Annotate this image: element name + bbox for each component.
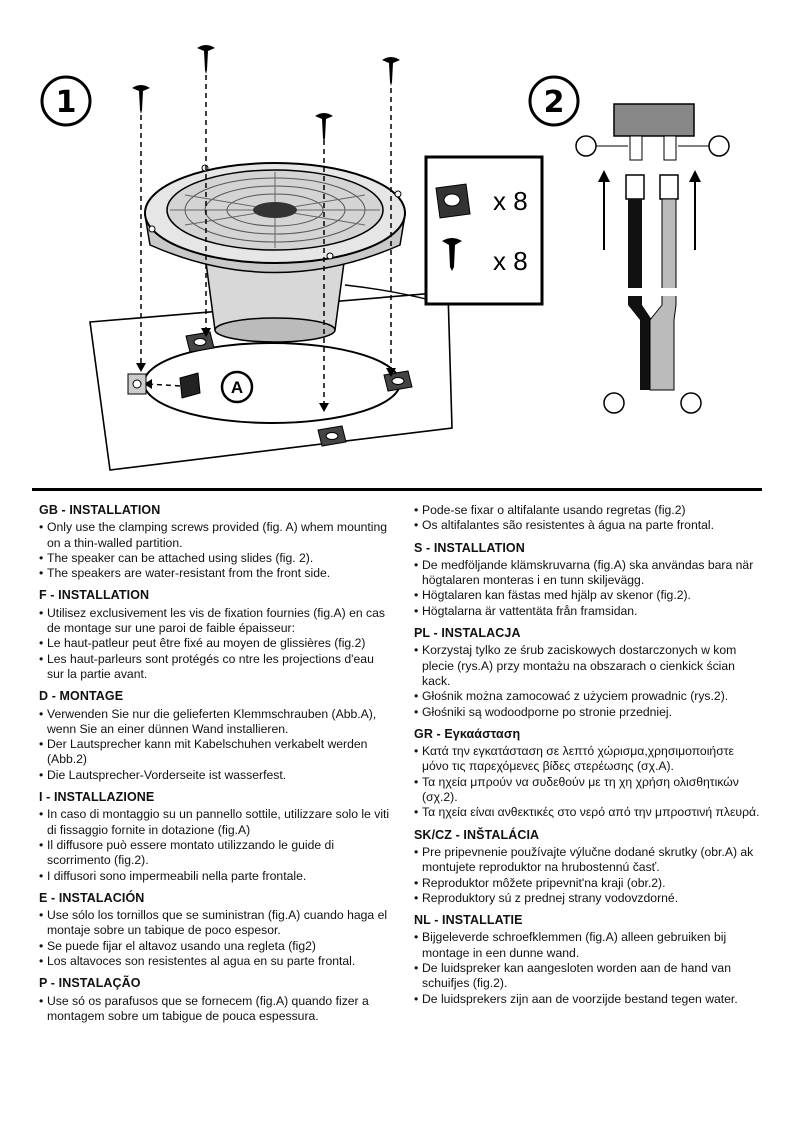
instruction-item: Die Lautsprecher-Vorderseite ist wasserf… [39,768,391,784]
instruction-item: Le haut-patleur peut être fixé au moyen … [39,636,391,652]
instruction-item: Bijgeleverde schroefklemmen (fig.A) alle… [414,930,764,961]
slide-clip-icon [317,425,347,447]
instruction-item: Los altavoces son resistentes al agua en… [39,954,391,970]
fig-a-detail: A [127,370,254,404]
screw-icon [132,85,150,114]
screw-icon [197,45,215,74]
slide-clip-icon [185,331,215,353]
instruction-item: Se puede fijar el altavoz usando una reg… [39,939,391,955]
section-title: SK/CZ - INŠTALÁCIA [414,827,540,842]
instruction-item: Τα ηχεία είναι ανθεκτικές στο νερό από τ… [414,805,764,821]
installation-illustration: 1 [40,45,730,471]
instruction-list: Bijgeleverde schroefklemmen (fig.A) alle… [414,930,764,1008]
instruction-section: D - MONTAGE Verwenden Sie nur die geliefe… [39,689,391,783]
screw-count: x 8 [493,246,528,276]
instruction-item: Reproduktory sú z prednej strany vodovzd… [414,891,764,907]
step-2-marker: 2 [528,75,580,127]
instruction-list: Only use the clamping screws provided (f… [39,520,391,581]
screw-icon [442,238,462,271]
instruction-section: I - INSTALLAZIONE In caso di montaggio su… [39,790,391,884]
step-1-marker: 1 [40,75,92,127]
instruction-item: Der Lautsprecher kann mit Kabelschuhen v… [39,737,391,768]
instruction-list: In caso di montaggio su un pannello sott… [39,807,391,885]
instruction-section: GB - INSTALLATION Only use the clamping s… [39,503,391,582]
instruction-item: The speakers are water-resistant from th… [39,566,391,582]
section-title: I - INSTALLAZIONE [39,790,155,805]
instruction-item: Only use the clamping screws provided (f… [39,520,391,551]
instruction-section: P - INSTALAÇÃO Use só os parafusos que se… [39,976,391,1024]
kit-contents-box: x 8 x 8 [424,155,544,306]
section-divider [32,488,762,491]
instruction-item: Use sólo los tornillos que se suministra… [39,908,391,939]
section-title: NL - INSTALLATIE [414,913,523,928]
arrowheads [136,328,396,412]
step-1-number: 1 [56,85,77,120]
callout-a-label: A [231,378,243,397]
instruction-section: GR - ΕγκαάστασηΚατά την εγκατάσταση σε λ… [414,727,764,821]
instruction-section: NL - INSTALLATIE Bijgeleverde schroefklem… [414,913,764,1007]
instruction-item: Głośniki są wodoodporne po stronie przed… [414,705,764,721]
instruction-list: Pre pripevnenie používajte výlučne dodan… [414,845,764,906]
instruction-item: Κατά την εγκατάσταση σε λεπτό χώρισμα,χρ… [414,744,764,775]
instruction-item: De medföljande klämskruvarna (fig.A) ska… [414,558,764,589]
instruction-item: Pode-se fixar o altifalante usando regre… [414,503,764,519]
section-title: P - INSTALAÇÃO [39,976,141,991]
instruction-item: De luidspreker kan aangesloten worden aa… [414,961,764,992]
instruction-item: Reproduktor môžete pripevnit'na kraji (o… [414,876,764,892]
instruction-section-continued: Pode-se fixar o altifalante usando regre… [414,503,764,534]
instruction-item: In caso di montaggio su un pannello sott… [39,807,391,838]
instruction-item: Use só os parafusos que se fornecem (fig… [39,994,391,1025]
instruction-section: E - INSTALACIÓN Use sólo los tornillos qu… [39,890,391,970]
section-title: PL - INSTALACJA [414,626,521,641]
instruction-list: Utilisez exclusivement les vis de fixati… [39,606,391,682]
instruction-section: PL - INSTALACJA Korzystaj tylko ze śrub z… [414,626,764,720]
instruction-item: De luidsprekers zijn aan de voorzijde be… [414,992,764,1008]
instruction-list: Korzystaj tylko ze śrub zaciskowych dost… [414,643,764,721]
section-title: GR - Εγκαάσταση [414,726,521,741]
instruction-item: Utilisez exclusivement les vis de fixati… [39,606,391,637]
instruction-item: Högtalaren kan fästas med hjälp av skeno… [414,588,764,604]
screw-icon [315,113,333,142]
instruction-item: Pre pripevnenie používajte výlučne dodan… [414,845,764,876]
instruction-list: Use só os parafusos que se fornecem (fig… [39,994,391,1025]
instruction-item: Verwenden Sie nur die gelieferten Klemms… [39,707,391,738]
screw-guides [140,75,392,405]
instruction-list: De medföljande klämskruvarna (fig.A) ska… [414,558,764,619]
section-title: S - INSTALLATION [414,540,525,555]
section-title: F - INSTALLATION [39,588,150,603]
slide-count: x 8 [493,186,528,216]
instruction-item: Głośnik można zamocować z użyciem prowad… [414,689,764,705]
instruction-item: Il diffusore può essere montato utilizza… [39,838,391,869]
instruction-list: Pode-se fixar o altifalante usando regre… [414,503,764,534]
speaker [144,162,431,343]
instruction-item: Korzystaj tylko ze śrub zaciskowych dost… [414,643,764,689]
instruction-item: The speaker can be attached using slides… [39,551,391,567]
instruction-list: Use sólo los tornillos que se suministra… [39,908,391,969]
instruction-item: Les haut-parleurs sont protégés co ntre … [39,652,391,683]
instruction-section: SK/CZ - INŠTALÁCIA Pre pripevnenie použív… [414,827,764,907]
section-title: D - MONTAGE [39,689,124,704]
section-title: GB - INSTALLATION [39,503,161,517]
instruction-item: Högtalarna är vattentäta från framsidan. [414,604,764,620]
screw-icon [382,57,400,86]
instruction-item: Os altifalantes são resistentes à água n… [414,518,764,534]
step-2-number: 2 [544,85,565,120]
instruction-item: I diffusori sono impermeabili nella part… [39,869,391,885]
instruction-section: S - INSTALLATION De medföljande klämskruv… [414,540,764,620]
instructions-right-column: Pode-se fixar o altifalante usando regre… [414,503,764,1014]
instructions-left-column: GB - INSTALLATION Only use the clamping s… [39,503,391,1031]
instruction-list: Κατά την εγκατάσταση σε λεπτό χώρισμα,χρ… [414,744,764,821]
slide-clip-icon [435,183,471,219]
slide-clip-icon [383,370,413,392]
instruction-item: Τα ηχεία μπρούν να συδεθούν με τη χη χρή… [414,775,764,806]
instruction-section: F - INSTALLATION Utilisez exclusivement l… [39,588,391,682]
terminal-diagram [575,103,730,414]
section-title: E - INSTALACIÓN [39,890,145,905]
instruction-list: Verwenden Sie nur die gelieferten Klemms… [39,707,391,784]
